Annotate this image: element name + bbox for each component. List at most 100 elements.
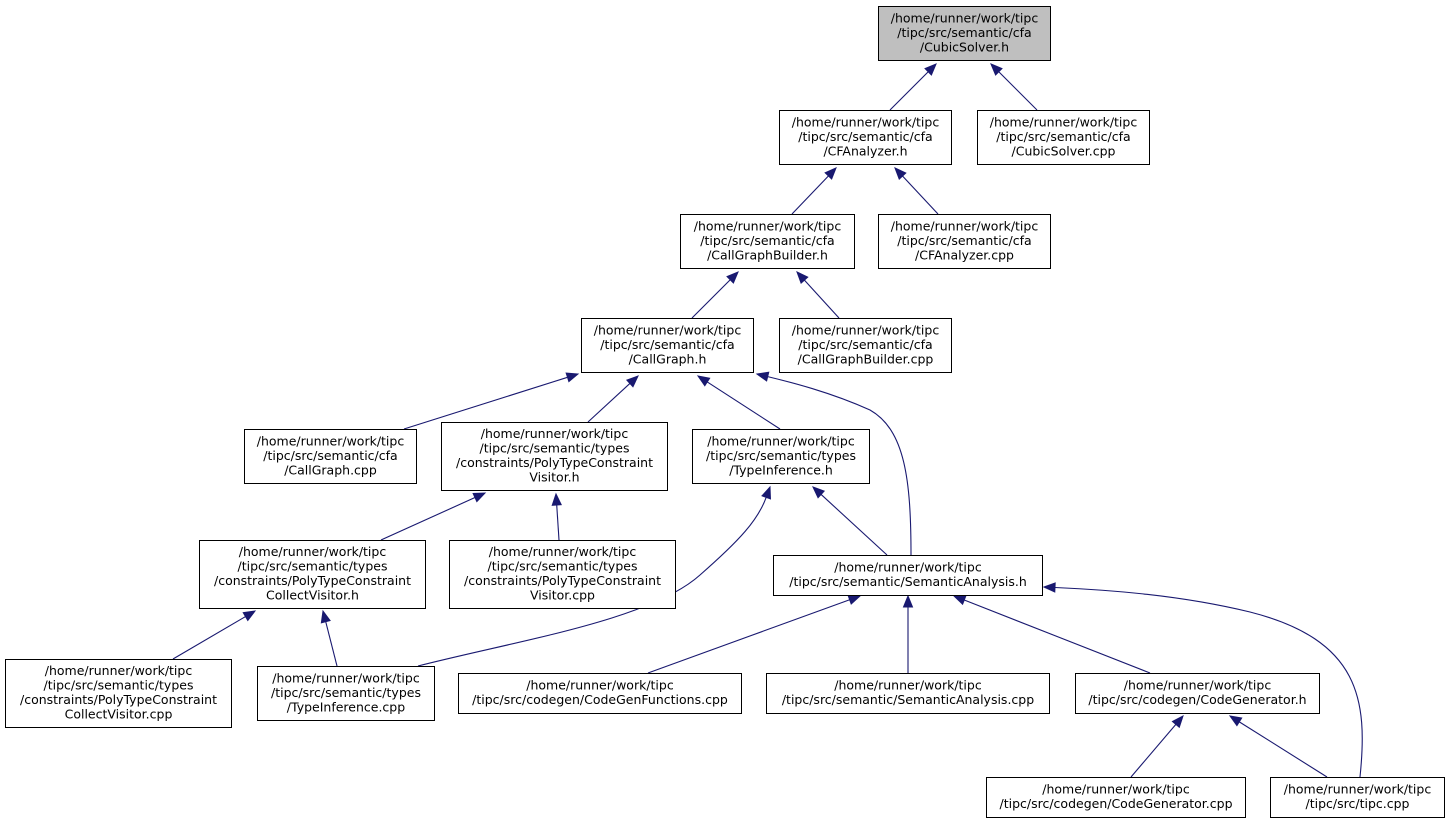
arrowhead [551, 492, 562, 506]
arrowhead [1042, 582, 1056, 593]
edge-line [380, 497, 476, 541]
file-node-semanticanalysis-h[interactable]: /home/runner/work/tipc/tipc/src/semantic… [773, 555, 1043, 596]
node-box [779, 110, 952, 165]
node-label-line: /tipc/src/semantic/types [488, 559, 638, 574]
file-node-callgraphbuilder-cpp[interactable]: /home/runner/work/tipc/tipc/src/semantic… [779, 318, 952, 373]
edge-line [647, 599, 850, 674]
edge-polytypeconstraintvisitor_cpp-to-polytypeconstraintvisitor_h [551, 492, 562, 541]
file-node-polytypeconstraintvisitor-cpp[interactable]: /home/runner/work/tipc/tipc/src/semantic… [449, 540, 676, 609]
file-node-cubicsolver-h: /home/runner/work/tipc/tipc/src/semantic… [878, 6, 1051, 61]
arrowhead [242, 610, 257, 622]
node-label-line: /CFAnalyzer.h [823, 143, 907, 158]
node-label-line: /home/runner/work/tipc [1124, 678, 1272, 693]
edge-callgraph_cpp-to-callgraph_h [403, 372, 580, 430]
node-label-line: /tipc/src/semantic/types [480, 441, 630, 456]
edge-semanticanalysis_h-to-callgraph_h [755, 371, 912, 556]
edge-polytypeconstraintcollectvisitor_cpp-to-polytypeconstraintcollectvisitor_h [172, 610, 257, 660]
node-label-line: /CallGraphBuilder.h [707, 247, 828, 262]
arrowhead [1171, 714, 1184, 729]
file-node-typeinference-h[interactable]: /home/runner/work/tipc/tipc/src/semantic… [692, 429, 870, 484]
file-node-codegenerator-h[interactable]: /home/runner/work/tipc/tipc/src/codegen/… [1075, 673, 1320, 714]
node-label-line: /home/runner/work/tipc [834, 678, 982, 693]
node-label-line: /CubicSolver.h [920, 39, 1009, 54]
arrowhead [894, 167, 907, 180]
node-label-line: /constraints/PolyTypeConstraint [464, 573, 661, 588]
edge-line [1054, 586, 1363, 778]
node-label-line: /home/runner/work/tipc [257, 433, 405, 448]
node-label-line: Visitor.h [529, 470, 579, 485]
arrowhead [796, 271, 809, 285]
file-node-callgraph-cpp[interactable]: /home/runner/work/tipc/tipc/src/semantic… [244, 429, 417, 484]
node-label-line: Visitor.cpp [530, 588, 595, 603]
arrowhead [761, 485, 771, 500]
arrowhead [565, 372, 580, 383]
node-box [773, 555, 1043, 596]
node-label-line: /tipc/src/semantic/cfa [700, 233, 834, 248]
edge-typeinference_cpp-to-polytypeconstraintcollectvisitor_h [320, 609, 338, 667]
node-label-line: /tipc/src/codegen/CodeGenFunctions.cpp [472, 692, 728, 707]
file-node-polytypeconstraintvisitor-h[interactable]: /home/runner/work/tipc/tipc/src/semantic… [441, 422, 668, 491]
arrowhead [320, 609, 331, 624]
node-label-line: /home/runner/work/tipc [707, 433, 855, 448]
file-node-semanticanalysis-cpp[interactable]: /home/runner/work/tipc/tipc/src/semantic… [766, 673, 1050, 714]
node-label-line: /tipc/src/semantic/cfa [798, 129, 932, 144]
arrowhead [924, 63, 937, 76]
arrowhead [990, 63, 1003, 76]
node-label-line: /tipc/src/semantic/types [706, 448, 856, 463]
file-node-tipc-cpp[interactable]: /home/runner/work/tipc/tipc/src/tipc.cpp [1270, 777, 1445, 818]
node-label-line: /tipc/src/semantic/cfa [600, 337, 734, 352]
node-label-line: /constraints/PolyTypeConstraint [214, 573, 411, 588]
arrowhead [696, 375, 711, 387]
file-node-cubicsolver-cpp[interactable]: /home/runner/work/tipc/tipc/src/semantic… [977, 110, 1150, 165]
arrowhead [812, 486, 826, 499]
file-node-callgraphbuilder-h[interactable]: /home/runner/work/tipc/tipc/src/semantic… [680, 214, 855, 269]
edge-line [556, 504, 560, 541]
edge-codegenfunctions_cpp-to-semanticanalysis_h [647, 594, 862, 674]
arrowhead [726, 271, 739, 284]
node-label-line: /home/runner/work/tipc [792, 114, 940, 129]
node-label-line: /home/runner/work/tipc [272, 670, 420, 685]
node-label-line: /CubicSolver.cpp [1012, 143, 1116, 158]
file-node-callgraph-h[interactable]: /home/runner/work/tipc/tipc/src/semantic… [581, 318, 754, 373]
edge-callgraphbuilder_h-to-cfanalyzer_h [791, 167, 837, 215]
node-box [244, 429, 417, 484]
arrowhead [824, 167, 837, 180]
file-node-cfanalyzer-cpp[interactable]: /home/runner/work/tipc/tipc/src/semantic… [878, 214, 1051, 269]
edge-line [767, 376, 912, 556]
file-node-typeinference-cpp[interactable]: /home/runner/work/tipc/tipc/src/semantic… [257, 666, 435, 721]
node-label-line: CollectVisitor.h [266, 588, 359, 603]
edge-line [889, 71, 929, 111]
node-label-line: /home/runner/work/tipc [990, 114, 1138, 129]
edge-tipc_cpp-to-codegenerator_h [1228, 715, 1328, 778]
node-label-line: /home/runner/work/tipc [239, 544, 387, 559]
arrowhead [847, 594, 862, 605]
edge-codegenerator_cpp-to-codegenerator_h [1130, 714, 1184, 778]
file-node-polytypeconstraintcollectvisitor-cpp[interactable]: /home/runner/work/tipc/tipc/src/semantic… [5, 659, 232, 728]
node-label-line: /home/runner/work/tipc [45, 663, 193, 678]
node-label-line: /tipc/src/codegen/CodeGenerator.h [1088, 692, 1306, 707]
node-label-line: /TypeInference.h [729, 462, 833, 477]
node-label-line: /TypeInference.cpp [287, 699, 405, 714]
file-node-polytypeconstraintcollectvisitor-h[interactable]: /home/runner/work/tipc/tipc/src/semantic… [199, 540, 426, 609]
file-node-codegenerator-cpp[interactable]: /home/runner/work/tipc/tipc/src/codegen/… [986, 777, 1246, 818]
node-label-line: /tipc/src/codegen/CodeGenerator.cpp [999, 796, 1232, 811]
edge-line [706, 381, 781, 430]
nodes-layer: /home/runner/work/tipc/tipc/src/semantic… [5, 6, 1445, 818]
edge-line [325, 621, 338, 667]
edge-callgraphbuilder_cpp-to-callgraphbuilder_h [796, 271, 840, 319]
file-node-codegenfunctions-cpp[interactable]: /home/runner/work/tipc/tipc/src/codegen/… [458, 673, 742, 714]
edge-typeinference_h-to-callgraph_h [696, 375, 781, 430]
node-label-line: /tipc/src/semantic/cfa [798, 337, 932, 352]
node-box [581, 318, 754, 373]
edge-cfanalyzer_h-to-cubicsolver_h [889, 63, 937, 111]
node-label-line: /home/runner/work/tipc [834, 560, 982, 575]
file-node-cfanalyzer-h[interactable]: /home/runner/work/tipc/tipc/src/semantic… [779, 110, 952, 165]
node-label-line: /tipc/src/semantic/SemanticAnalysis.h [789, 574, 1027, 589]
node-label-line: /CallGraphBuilder.cpp [798, 351, 934, 366]
node-label-line: /tipc/src/semantic/types [238, 559, 388, 574]
edges-layer [172, 63, 1363, 778]
node-label-line: /home/runner/work/tipc [594, 322, 742, 337]
arrowhead [755, 371, 770, 382]
node-box [680, 214, 855, 269]
node-label-line: /home/runner/work/tipc [1042, 782, 1190, 797]
